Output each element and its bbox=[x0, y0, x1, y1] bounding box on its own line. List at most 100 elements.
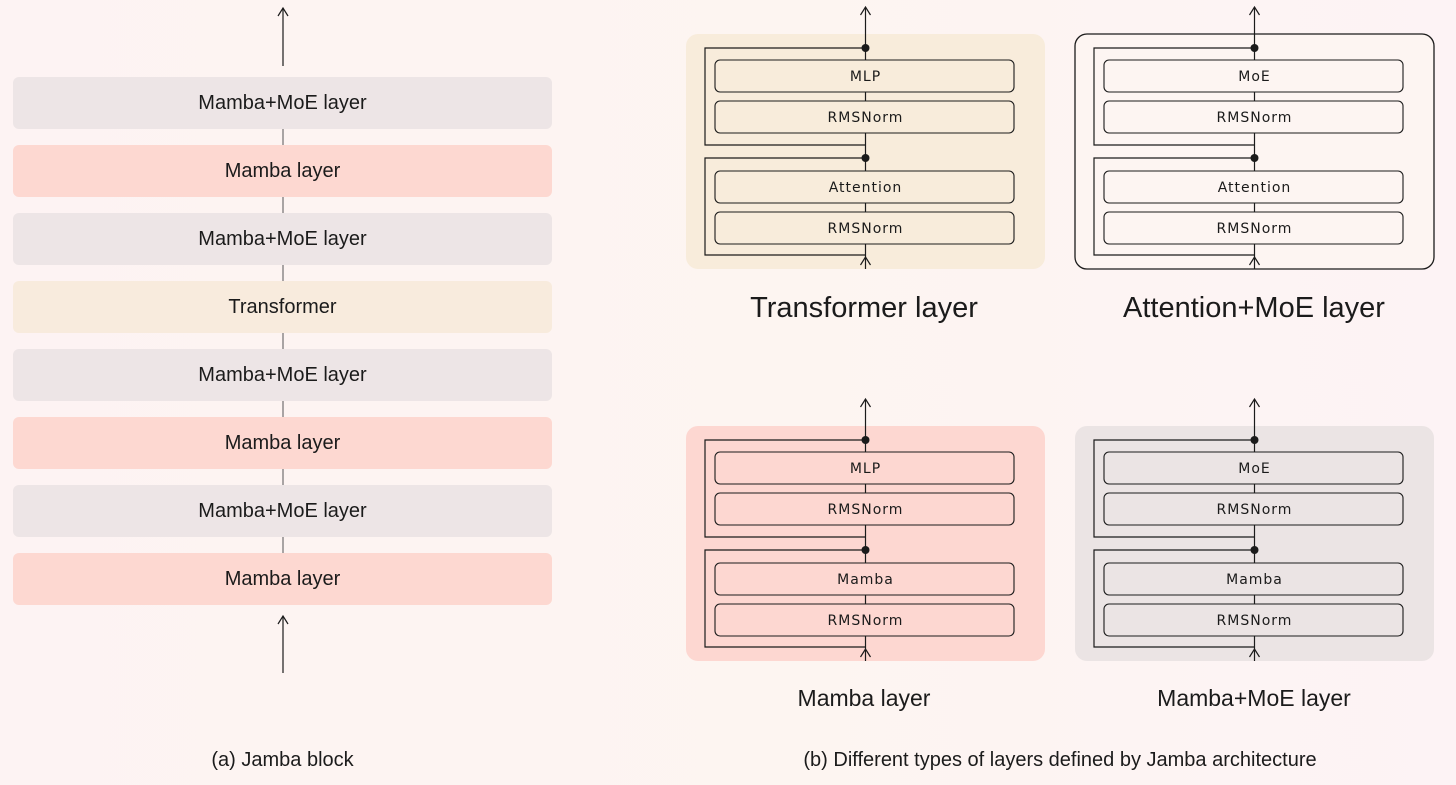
block-layer-8: Mamba layer bbox=[13, 553, 552, 605]
module-label: RMSNorm bbox=[828, 502, 904, 518]
module-attention-moe-moe-1: MoE bbox=[1103, 59, 1404, 93]
module-box bbox=[714, 59, 1015, 93]
block-output-arrow bbox=[277, 6, 289, 66]
residual-loop-upper bbox=[1093, 439, 1255, 538]
block-layer-7: Mamba+MoE layer bbox=[13, 485, 552, 537]
module-label: RMSNorm bbox=[1217, 502, 1293, 518]
input-arrow-head bbox=[859, 255, 872, 266]
block-layer-1: Mamba+MoE layer bbox=[13, 77, 552, 129]
module-box bbox=[1103, 211, 1404, 245]
module-mamba-mlp-1: MLP bbox=[714, 451, 1015, 485]
block-layer-4: Transformer bbox=[13, 281, 552, 333]
panel-title-transformer: Transformer layer bbox=[750, 292, 978, 324]
arrow-head bbox=[859, 5, 872, 16]
layer-types-caption: (b) Different types of layers defined by… bbox=[803, 749, 1317, 771]
module-mamba-moe-rmsnorm-2: RMSNorm bbox=[1103, 492, 1404, 526]
module-mamba-moe-moe-1: MoE bbox=[1103, 451, 1404, 485]
module-box bbox=[714, 562, 1015, 596]
module-label: MoE bbox=[1238, 461, 1271, 477]
residual-loop-upper bbox=[704, 439, 866, 538]
module-box bbox=[1103, 170, 1404, 204]
residual-loop-lower bbox=[704, 549, 866, 648]
module-label: MoE bbox=[1238, 69, 1271, 85]
module-mamba-rmsnorm-4: RMSNorm bbox=[714, 603, 1015, 637]
module-transformer-rmsnorm-2: RMSNorm bbox=[714, 100, 1015, 134]
block-layer-2: Mamba layer bbox=[13, 145, 552, 197]
module-label: RMSNorm bbox=[828, 221, 904, 237]
module-label: RMSNorm bbox=[1217, 221, 1293, 237]
panel-title-mamba-moe: Mamba+MoE layer bbox=[1157, 685, 1351, 711]
block-layer-label: Mamba+MoE layer bbox=[198, 227, 367, 250]
module-box bbox=[714, 170, 1015, 204]
module-label: RMSNorm bbox=[1217, 613, 1293, 629]
module-attention-moe-rmsnorm-4: RMSNorm bbox=[1103, 211, 1404, 245]
block-layer-label: Mamba layer bbox=[224, 431, 341, 454]
module-mamba-moe-rmsnorm-4: RMSNorm bbox=[1103, 603, 1404, 637]
module-box bbox=[1103, 59, 1404, 93]
module-box bbox=[1103, 603, 1404, 637]
input-arrow-head bbox=[1248, 255, 1261, 266]
block-layer-label: Mamba layer bbox=[224, 567, 341, 590]
module-box bbox=[1103, 100, 1404, 134]
module-transformer-rmsnorm-4: RMSNorm bbox=[714, 211, 1015, 245]
module-label: MLP bbox=[850, 69, 881, 85]
block-layer-label: Mamba+MoE layer bbox=[198, 499, 367, 522]
module-box bbox=[1103, 451, 1404, 485]
residual-loop-lower bbox=[1093, 549, 1255, 648]
block-layer-3: Mamba+MoE layer bbox=[13, 213, 552, 265]
panel-output-arrow bbox=[859, 397, 872, 440]
residual-loop-upper bbox=[704, 47, 866, 146]
panel-title-mamba: Mamba layer bbox=[797, 685, 931, 711]
module-label: Attention bbox=[1218, 180, 1292, 196]
module-mamba-moe-mamba-3: Mamba bbox=[1103, 562, 1404, 596]
block-caption: (a) Jamba block bbox=[211, 749, 354, 771]
panel-output-arrow bbox=[859, 5, 872, 48]
block-layer-5: Mamba+MoE layer bbox=[13, 349, 552, 401]
module-box bbox=[714, 451, 1015, 485]
module-transformer-attention-3: Attention bbox=[714, 170, 1015, 204]
junction-dot bbox=[861, 546, 870, 554]
block-layer-label: Mamba+MoE layer bbox=[198, 363, 367, 386]
input-arrow-head bbox=[859, 647, 872, 658]
module-transformer-mlp-1: MLP bbox=[714, 59, 1015, 93]
module-box bbox=[1103, 492, 1404, 526]
arrow-head bbox=[277, 6, 289, 17]
module-label: RMSNorm bbox=[1217, 110, 1293, 126]
residual-loop-lower bbox=[1093, 157, 1255, 256]
block-layer-label: Transformer bbox=[228, 295, 337, 318]
block-input-arrow bbox=[277, 614, 289, 673]
module-attention-moe-rmsnorm-2: RMSNorm bbox=[1103, 100, 1404, 134]
junction-dot bbox=[1250, 546, 1259, 554]
arrow-head bbox=[859, 397, 872, 408]
module-box bbox=[714, 492, 1015, 526]
module-mamba-mamba-3: Mamba bbox=[714, 562, 1015, 596]
arrow-head bbox=[1248, 5, 1261, 16]
arrow-head bbox=[1248, 397, 1261, 408]
panel-title-attention-moe: Attention+MoE layer bbox=[1123, 292, 1385, 324]
module-box bbox=[714, 211, 1015, 245]
block-layer-label: Mamba layer bbox=[224, 159, 341, 182]
block-layer-6: Mamba layer bbox=[13, 417, 552, 469]
junction-dot bbox=[861, 154, 870, 162]
module-box bbox=[1103, 562, 1404, 596]
module-box bbox=[714, 100, 1015, 134]
module-label: RMSNorm bbox=[828, 110, 904, 126]
module-mamba-rmsnorm-2: RMSNorm bbox=[714, 492, 1015, 526]
module-label: RMSNorm bbox=[828, 613, 904, 629]
panel-output-arrow bbox=[1248, 5, 1261, 48]
arrow-head bbox=[277, 614, 289, 625]
module-label: Attention bbox=[829, 180, 903, 196]
input-arrow-head bbox=[1248, 647, 1261, 658]
junction-dot bbox=[1250, 154, 1259, 162]
block-layer-label: Mamba+MoE layer bbox=[198, 91, 367, 114]
module-label: Mamba bbox=[837, 572, 894, 588]
module-label: Mamba bbox=[1226, 572, 1283, 588]
residual-loop-upper bbox=[1093, 47, 1255, 146]
module-attention-moe-attention-3: Attention bbox=[1103, 170, 1404, 204]
module-box bbox=[714, 603, 1015, 637]
